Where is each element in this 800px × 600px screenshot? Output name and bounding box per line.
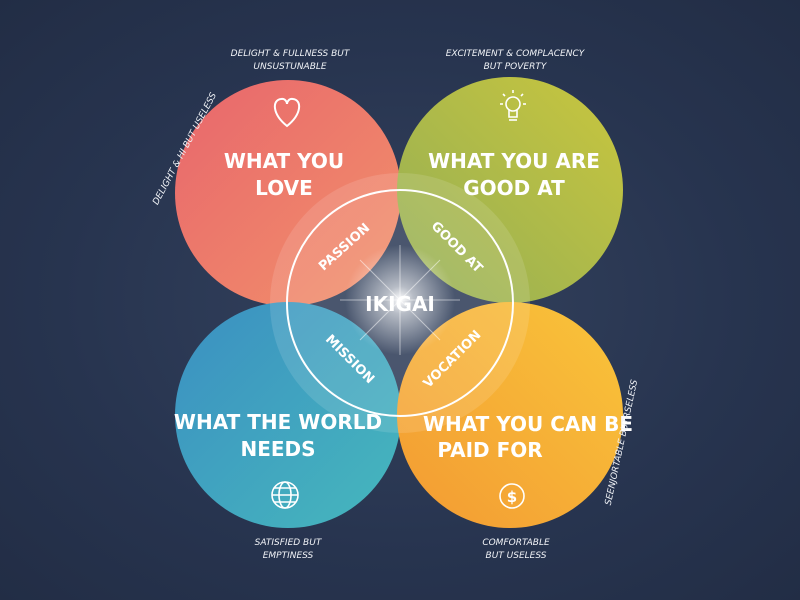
love-label-line1: WHAT YOU bbox=[224, 149, 344, 173]
svg-text:$: $ bbox=[507, 488, 517, 506]
note-top-left-line1: DELIGHT & FULLNESS BUT bbox=[231, 49, 351, 59]
note-bottom-right-line2: BUT USELESS bbox=[486, 551, 547, 561]
note-bottom-left-line2: EMPTINESS bbox=[263, 551, 314, 561]
love-label-line2: LOVE bbox=[255, 176, 313, 200]
dollar-icon: $ bbox=[499, 483, 525, 509]
circle-what-you-love bbox=[175, 80, 401, 306]
note-top-right-line1: EXCITEMENT & COMPLACENCY bbox=[446, 49, 586, 59]
center-ring bbox=[286, 189, 514, 417]
glow-rays bbox=[340, 245, 460, 355]
note-bottom-right-line1: COMFORTABLE bbox=[482, 538, 550, 548]
lightbulb-icon bbox=[500, 90, 526, 121]
note-top-left-line2: UNSUSTUNABLE bbox=[253, 62, 326, 72]
world-label-line1: WHAT THE WORLD bbox=[174, 410, 382, 434]
circle-what-the-world-needs bbox=[175, 302, 401, 528]
note-bottom-left-line1: SATISFIED BUT bbox=[255, 538, 323, 548]
note-top-right-line2: BUT POVERTY bbox=[484, 62, 548, 72]
heart-icon bbox=[273, 97, 301, 128]
world-label-line2: NEEDS bbox=[240, 437, 315, 461]
paid-label-line2: PAID FOR bbox=[437, 438, 542, 462]
good-label-line2: GOOD AT bbox=[463, 176, 565, 200]
good-label-line1: WHAT YOU ARE bbox=[428, 149, 600, 173]
circle-what-you-are-good-at bbox=[397, 77, 623, 303]
ikigai-center-label: IKIGAI bbox=[365, 292, 435, 316]
globe-icon bbox=[271, 481, 299, 509]
paid-label-line1: WHAT YOU CAN BE bbox=[423, 412, 633, 436]
circle-what-you-can-be-paid-for bbox=[397, 302, 623, 528]
